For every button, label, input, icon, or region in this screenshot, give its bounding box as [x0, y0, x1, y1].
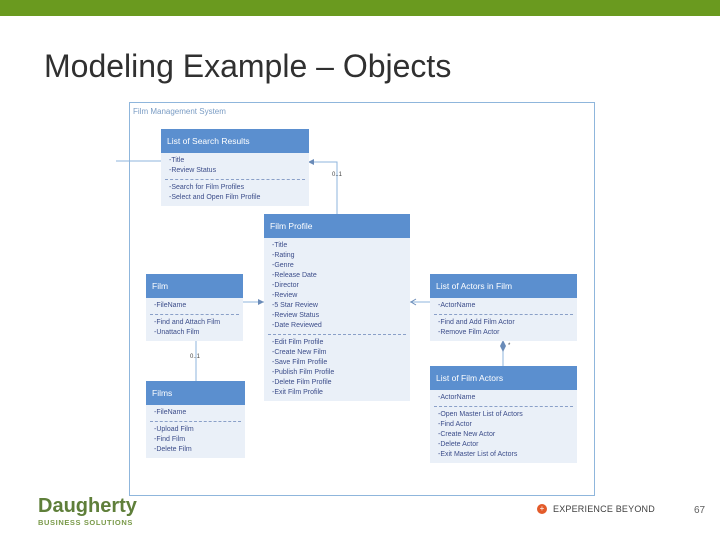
class-box-film-actors[interactable]: List of Film Actors -ActorName -Open Maste… — [430, 366, 577, 463]
class-box-film[interactable]: Film -FileName -Find and Attach Film -Unatt… — [146, 274, 243, 341]
attribute-item: -Review Status — [272, 312, 320, 319]
slide-title: Modeling Example – Objects — [44, 48, 452, 84]
operation-item: -Open Master List of Actors — [438, 411, 523, 418]
class-box-search-results[interactable]: List of Search Results -Title -Review Stat… — [161, 129, 309, 206]
section-divider — [434, 406, 573, 407]
attribute-item: -ActorName — [438, 394, 476, 401]
attributes-section: -ActorName — [430, 390, 577, 406]
operations-section: -Edit Film Profile -Create New Film -Save … — [264, 335, 410, 401]
class-name: List of Actors in Film — [430, 274, 577, 298]
operations-section: -Search for Film Profiles -Select and Ope… — [161, 180, 309, 206]
operation-item: -Create New Film — [272, 349, 327, 356]
operation-item: -Find and Attach Film — [154, 319, 221, 326]
operations-section: -Upload Film -Find Film -Delete Film — [146, 422, 245, 458]
top-accent-bar — [0, 0, 720, 16]
connector-search-profile — [308, 161, 338, 214]
tagline-text: EXPERIENCE BEYOND — [553, 504, 655, 514]
logo-subtitle: BUSINESS SOLUTIONS — [38, 518, 133, 527]
operation-item: -Create New Actor — [438, 431, 496, 438]
attribute-item: -FileName — [154, 409, 187, 416]
attribute-item: -Date Reviewed — [272, 322, 322, 329]
attributes-section: -Title -Rating -Genre -Release Date -Directo… — [264, 238, 410, 334]
operation-item: -Delete Film Profile — [272, 379, 332, 386]
multiplicity-label: * — [508, 343, 511, 349]
diamond-marker — [500, 340, 506, 352]
operation-item: -Search for Film Profiles — [169, 184, 245, 191]
operation-item: -Exit Film Profile — [272, 389, 323, 396]
attributes-section: -FileName — [146, 298, 243, 314]
attribute-item: -5 Star Review — [272, 302, 318, 309]
section-divider — [268, 334, 406, 335]
attributes-section: -ActorName — [430, 298, 577, 314]
section-divider — [150, 314, 239, 315]
attribute-item: -Review Status — [169, 167, 217, 174]
section-divider — [434, 314, 573, 315]
operation-item: -Publish Film Profile — [272, 369, 335, 376]
attribute-item: -Release Date — [272, 272, 317, 279]
operation-item: -Exit Master List of Actors — [438, 451, 518, 458]
operation-item: -Save Film Profile — [272, 359, 328, 366]
system-label: Film Management System — [133, 107, 226, 116]
attributes-section: -FileName — [146, 405, 245, 421]
section-divider — [150, 421, 241, 422]
company-logo: Daugherty BUSINESS SOLUTIONS — [38, 494, 137, 527]
operation-item: -Remove Film Actor — [438, 329, 500, 336]
logo-name: Daugherty — [38, 495, 137, 517]
attribute-item: -Title — [272, 242, 288, 249]
attribute-item: -ActorName — [438, 302, 476, 309]
class-box-films[interactable]: Films -FileName -Upload Film -Find Film -Del… — [146, 381, 245, 458]
operation-item: -Find and Add Film Actor — [438, 319, 515, 326]
attributes-section: -Title -Review Status — [161, 153, 309, 179]
page-number: 67 — [694, 505, 706, 516]
section-divider — [165, 179, 305, 180]
operation-item: -Upload Film — [154, 426, 194, 433]
attribute-item: -Title — [169, 157, 185, 164]
operation-item: -Find Film — [154, 436, 186, 443]
operations-section: -Find and Attach Film -Unattach Film — [146, 315, 243, 341]
class-name: Film — [146, 274, 243, 298]
operation-item: -Find Actor — [438, 421, 472, 428]
attribute-item: -FileName — [154, 302, 187, 309]
arrowhead — [308, 159, 314, 165]
multiplicity-label: 0..1 — [332, 172, 343, 178]
tagline: + EXPERIENCE BEYOND — [537, 504, 655, 514]
operation-item: -Delete Actor — [438, 441, 479, 448]
class-name: Film Profile — [264, 214, 410, 238]
attribute-item: -Genre — [272, 262, 294, 269]
arrowhead — [258, 299, 264, 305]
class-box-actors-in-film[interactable]: List of Actors in Film -ActorName -Find an… — [430, 274, 577, 341]
operations-section: -Find and Add Film Actor -Remove Film Act… — [430, 315, 577, 341]
class-name: Films — [146, 381, 245, 405]
plus-icon: + — [537, 504, 547, 514]
operation-item: -Unattach Film — [154, 329, 200, 336]
operations-section: -Open Master List of Actors -Find Actor -C… — [430, 407, 577, 463]
attribute-item: -Review — [272, 292, 298, 299]
attribute-item: -Director — [272, 282, 299, 289]
operation-item: -Select and Open Film Profile — [169, 194, 261, 201]
class-name: List of Search Results — [161, 129, 309, 153]
operation-item: -Edit Film Profile — [272, 339, 324, 346]
class-name: List of Film Actors — [430, 366, 577, 390]
multiplicity-label: 0..1 — [190, 354, 201, 360]
operation-item: -Delete Film — [154, 446, 192, 453]
class-box-film-profile[interactable]: Film Profile -Title -Rating -Genre -Release … — [264, 214, 410, 401]
arrowhead — [410, 298, 417, 306]
attribute-item: -Rating — [272, 252, 295, 259]
